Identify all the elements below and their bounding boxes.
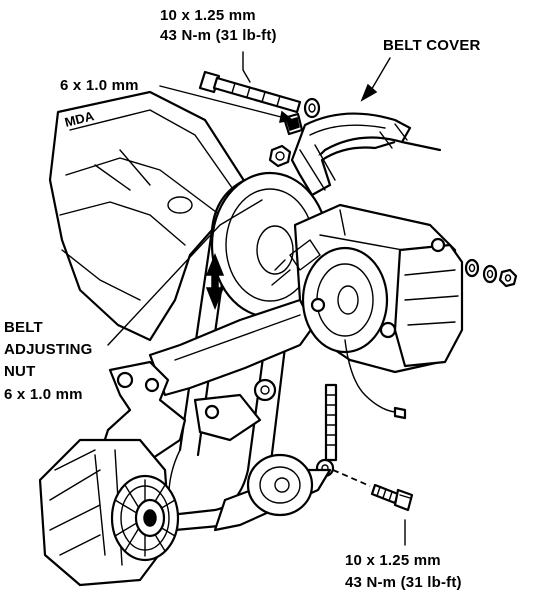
- adjusting-nut-label-line3: NUT: [4, 363, 36, 380]
- adjusting-nut-size-label: 6 x 1.0 mm: [4, 386, 83, 403]
- lower-bolt-alignment-line: [332, 469, 371, 487]
- upper-mounting-bolt: [198, 70, 321, 119]
- engine-valve-cover: MDA: [48, 90, 252, 342]
- engine-cover-lettering: MDA: [63, 108, 96, 130]
- adjust-direction-arrow: [205, 252, 225, 311]
- top-bolt-torque-label: 43 N-m (31 lb-ft): [160, 27, 277, 44]
- bottom-bolt-size-label: 10 x 1.25 mm: [345, 552, 441, 569]
- washer-set: [464, 258, 518, 288]
- adjusting-bracket: [148, 298, 320, 402]
- bottom-bolt-torque-label: 43 N-m (31 lb-ft): [345, 574, 462, 591]
- adjusting-nut-label-line2: ADJUSTING: [4, 341, 93, 358]
- idler-pulley: [246, 453, 314, 517]
- adjusting-nut-label-line1: BELT: [4, 319, 43, 336]
- leader-lines: [107, 51, 406, 546]
- alternator: [38, 438, 180, 587]
- wire-lead: [344, 339, 407, 420]
- adjusting-rod: [315, 383, 338, 478]
- belt-cover-label: BELT COVER: [383, 37, 481, 54]
- belt-cover: [290, 112, 442, 197]
- top-bolt-size-label: 10 x 1.25 mm: [160, 7, 256, 24]
- compressor-body: [271, 203, 464, 374]
- lower-mounting-bolt: [370, 483, 414, 512]
- tensioner-top-nut: [268, 144, 292, 168]
- upper-bolt-size-label: 6 x 1.0 mm: [60, 77, 139, 94]
